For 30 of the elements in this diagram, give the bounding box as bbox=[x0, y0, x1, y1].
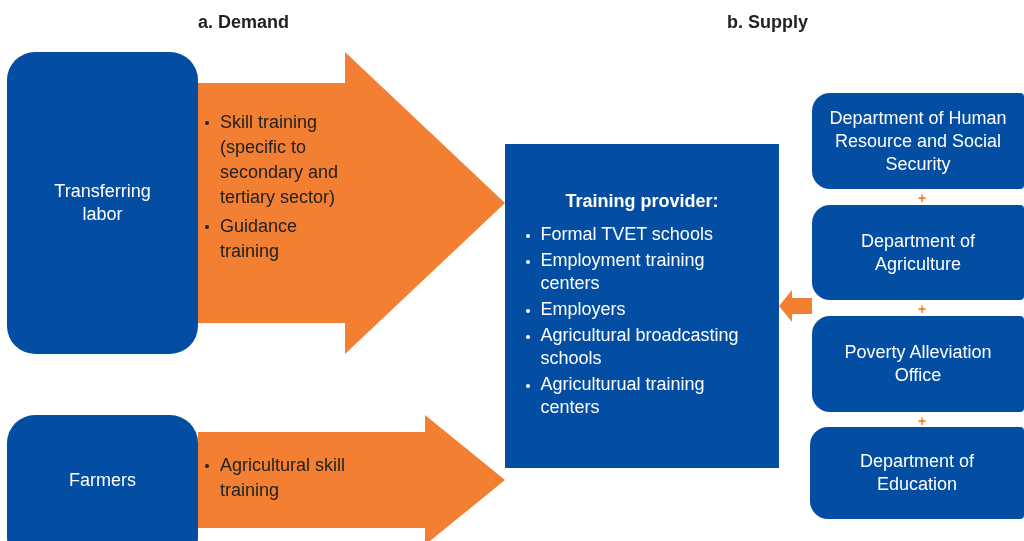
list-item: Employers bbox=[518, 298, 766, 321]
list-item: Agriculturual training centers bbox=[518, 373, 766, 419]
box-label: Farmers bbox=[69, 469, 136, 492]
box-heading: Training provider: bbox=[565, 190, 719, 213]
box-label: Transferring labor bbox=[53, 180, 152, 226]
list-item: Guidance training bbox=[198, 214, 348, 264]
block-arrow bbox=[198, 415, 505, 541]
list-item: Employment training centers bbox=[518, 249, 766, 295]
block-arrow bbox=[779, 290, 812, 322]
list-item: Agricultural broadcasting schools bbox=[518, 324, 766, 370]
plus-sign: + bbox=[918, 302, 927, 316]
process-box bbox=[7, 52, 198, 354]
list-item: Agricultural skill training bbox=[198, 453, 378, 503]
plus-sign: + bbox=[918, 414, 927, 428]
process-box bbox=[810, 427, 1024, 519]
plus-sign: + bbox=[918, 191, 927, 205]
process-box bbox=[812, 205, 1024, 300]
list-item: Formal TVET schools bbox=[518, 223, 766, 246]
list-item: Skill training (specific to secondary and tertiary sector) bbox=[198, 110, 348, 210]
process-box bbox=[812, 93, 1024, 189]
box-label: Poverty Alleviation Office bbox=[843, 341, 993, 387]
process-box bbox=[7, 415, 198, 541]
process-box bbox=[812, 316, 1024, 412]
box-label: Department of Education bbox=[858, 450, 976, 496]
block-arrow bbox=[198, 52, 505, 354]
provider-box bbox=[505, 144, 779, 468]
box-label: Department of Human Resource and Social Security bbox=[828, 106, 1008, 176]
box-label: Department of Agriculture bbox=[859, 229, 977, 276]
section-heading: b. Supply bbox=[727, 12, 808, 33]
section-heading: a. Demand bbox=[198, 12, 290, 33]
